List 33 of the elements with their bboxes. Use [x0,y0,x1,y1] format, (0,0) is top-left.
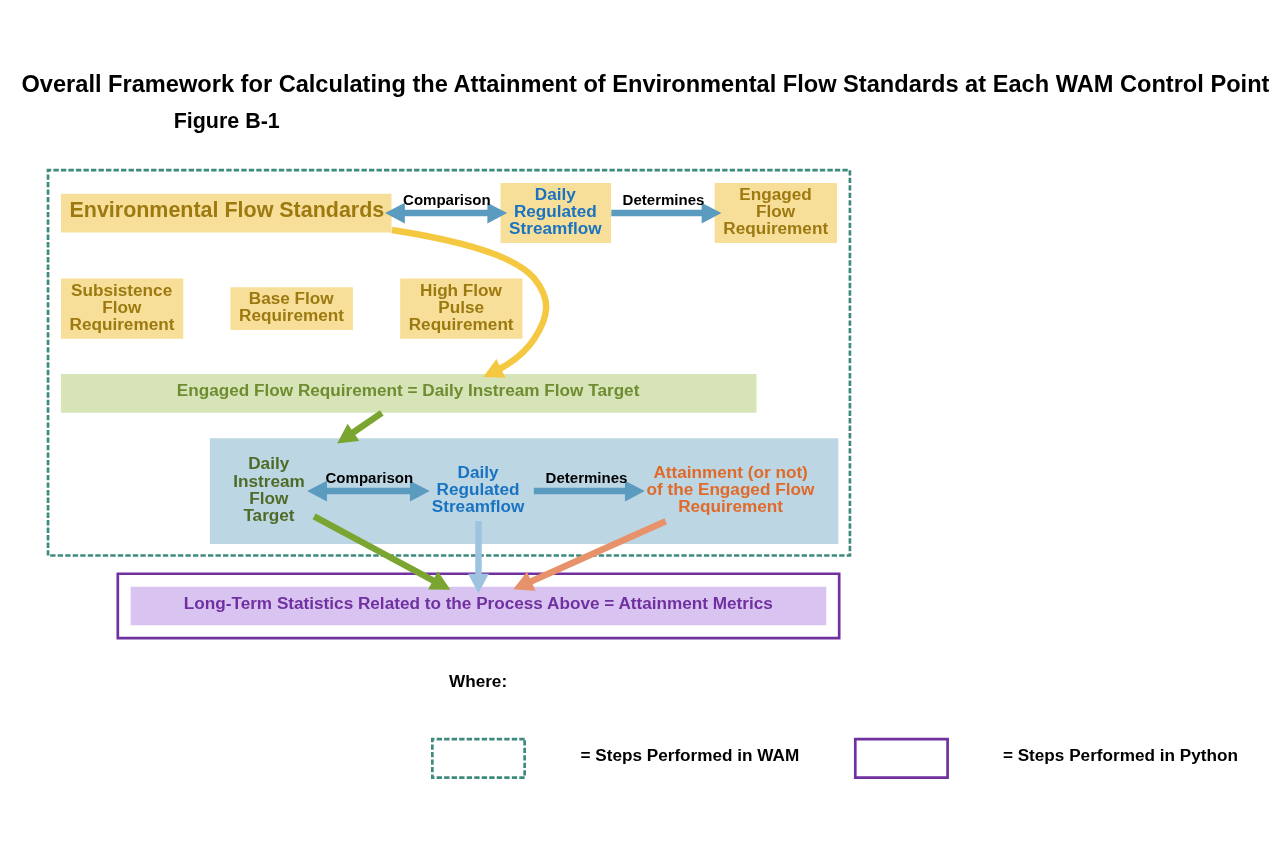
arrow [533,480,645,501]
node-box: Daily Regulated Streamflow [500,182,612,243]
arrow [385,202,508,223]
node-text: Daily Regulated Streamflow [431,461,525,516]
node-box: Engaged Flow Requirement = Daily Instream Flow Target [60,373,757,413]
cluster [209,437,839,544]
node-box: Subsistence Flow Requirement [60,278,184,339]
cluster [46,168,852,557]
diagram-title: Overall Framework for Calculating the Attainment of Environmental Flow Standards at Each WAM Control Point [21,70,1270,97]
node-box: Environmental Flow Standards [60,193,392,232]
edge-label: Comparison [325,468,414,486]
legend-label: = Steps Performed in WAM [580,744,800,765]
node-box [853,737,949,779]
arrow [611,202,722,223]
label: Figure B-1 [173,108,280,133]
arrow [391,226,550,378]
node-box: Engaged Flow Requirement [714,182,838,243]
edge-label: Determines [545,468,628,486]
node-box [431,737,526,779]
node-text: Daily Instream Flow Target [233,452,305,525]
edge-label: Comparison [403,190,491,208]
arrow [513,517,668,591]
arrow [312,513,451,590]
legend-label: = Steps Performed in Python [1002,744,1238,765]
node-box: High Flow Pulse Requirement [400,278,523,339]
node-text: Attainment (or not) of the Engaged Flow Requirement [646,461,815,516]
arrow [307,480,430,501]
edge-label: Determines [622,190,705,208]
node-box: Long-Term Statistics Related to the Process Above = Attainment Metrics [130,586,827,625]
arrow [468,520,489,593]
node-box: Base Flow Requirement [230,286,353,330]
label: Where: [448,670,508,691]
arrow [337,409,384,443]
